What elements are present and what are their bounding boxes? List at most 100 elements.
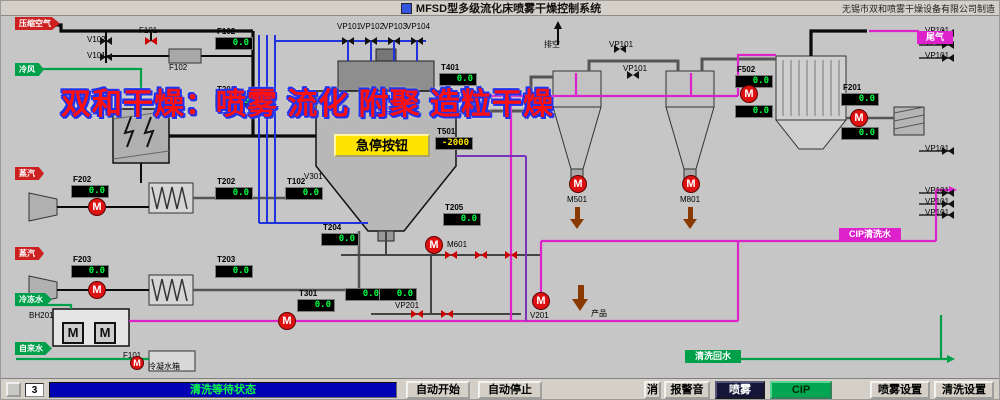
valve-icon[interactable] [942, 189, 954, 197]
label-F102: F102 [169, 63, 188, 72]
flow-tag-CIP清洗水: CIP清洗水 [839, 228, 901, 241]
auto-start-button[interactable]: 自动开始 [406, 381, 470, 399]
label-冷凝水箱: 冷凝水箱 [148, 362, 180, 371]
flow-tag-尾气: 尾气 [917, 31, 953, 44]
label-产品: 产品 [591, 309, 607, 318]
spray-settings-button[interactable]: 喷雾设置 [870, 381, 930, 399]
valve-icon[interactable] [365, 37, 377, 45]
label-VP101: VP101 [337, 22, 362, 31]
source-arrow-冷风: 冷风 [15, 63, 44, 76]
valve-icon[interactable] [388, 37, 400, 45]
spray-button[interactable]: 喷雾 [715, 381, 765, 399]
valve-icon[interactable] [342, 37, 354, 45]
valve-icon[interactable] [942, 54, 954, 62]
source-arrow-压缩空气: 压缩空气 [15, 17, 60, 30]
valve-icon[interactable] [411, 37, 423, 45]
label-V201: V201 [530, 311, 549, 320]
label-VP101: VP101 [609, 40, 634, 49]
motor-icon[interactable]: M [130, 356, 144, 370]
label-M801: M801 [680, 195, 701, 204]
motor-icon[interactable]: M [532, 292, 550, 310]
label-F101: F101 [123, 351, 142, 360]
source-arrow-蒸汽: 蒸汽 [15, 247, 44, 260]
label-VP104: VP104 [406, 22, 431, 31]
motor-icon[interactable]: M [94, 322, 116, 344]
display-T501: T501-2000 [435, 128, 473, 150]
status-counter: 3 [25, 383, 44, 397]
label-VP201: VP201 [395, 301, 420, 310]
valve-icon[interactable] [411, 310, 423, 318]
emergency-stop-button[interactable]: 急停按钮 [334, 134, 430, 157]
mute-prefix-button[interactable]: 消 [644, 381, 661, 399]
label-VP101: VP101 [925, 144, 950, 153]
label-M501: M501 [567, 195, 588, 204]
auto-stop-button[interactable]: 自动停止 [478, 381, 542, 399]
motor-icon[interactable]: M [740, 85, 758, 103]
valve-icon[interactable] [505, 251, 517, 259]
motor-icon[interactable]: M [569, 175, 587, 193]
page-title: MFSD型多级流化床喷雾干燥控制系统 [415, 3, 602, 15]
source-arrow-自来水: 自来水 [15, 342, 52, 355]
label-VP101: VP101 [623, 64, 648, 73]
app-icon [400, 2, 412, 14]
motor-icon[interactable]: M [682, 175, 700, 193]
status-message: 清洗等待状态 [49, 382, 397, 398]
label-VP102: VP102 [360, 22, 385, 31]
valve-icon[interactable] [441, 310, 453, 318]
valve-icon[interactable] [942, 200, 954, 208]
label-V101: V101 [87, 51, 106, 60]
title-bar: MFSD型多级流化床喷雾干燥控制系统 无锡市双和喷雾干燥设备有限公司制造 [1, 1, 999, 16]
pid-diagram-svg [16, 21, 957, 372]
clean-settings-button[interactable]: 清洗设置 [934, 381, 994, 399]
label-V102: V102 [87, 35, 106, 44]
tray-icon[interactable] [6, 382, 21, 397]
flow-tag-清洗回水: 清洗回水 [685, 350, 741, 363]
motor-icon[interactable]: M [278, 312, 296, 330]
display-value: 0.0 [841, 127, 879, 140]
mute-alarm-button[interactable]: 报警音 [664, 381, 710, 399]
motor-icon[interactable]: M [850, 109, 868, 127]
display-value: 0.0 [379, 288, 417, 301]
motor-icon[interactable]: M [88, 198, 106, 216]
label-VP101: VP101 [925, 197, 950, 206]
valve-icon[interactable] [100, 53, 112, 61]
valve-icon[interactable] [942, 41, 954, 49]
label-VP101: VP101 [925, 51, 950, 60]
process-diagram [1, 15, 999, 378]
valve-icon[interactable] [100, 37, 112, 45]
display-value: 0.0 [345, 288, 383, 301]
cip-button[interactable]: CIP [770, 381, 832, 399]
status-bar: 3 清洗等待状态 自动开始自动停止 消报警音喷雾 CIP 喷雾设置清洗设置 [1, 378, 999, 399]
valve-icon[interactable] [942, 211, 954, 219]
valve-icon[interactable] [942, 147, 954, 155]
display-value: 0.0 [735, 105, 773, 118]
label-V301: V301 [304, 172, 323, 181]
motor-icon[interactable]: M [425, 236, 443, 254]
manufacturer-label: 无锡市双和喷雾干燥设备有限公司制造 [841, 4, 995, 14]
valve-icon[interactable] [145, 37, 157, 45]
motor-icon[interactable]: M [62, 322, 84, 344]
valve-icon[interactable] [627, 71, 639, 79]
label-VP103: VP103 [383, 22, 408, 31]
label-BH201: BH201 [29, 311, 54, 320]
motor-icon[interactable]: M [88, 281, 106, 299]
valve-icon[interactable] [614, 45, 626, 53]
source-arrow-冷冻水: 冷冻水 [15, 293, 52, 306]
label-VP101: VP101 [925, 208, 950, 217]
label-排空: 排空 [544, 40, 560, 49]
valve-icon[interactable] [475, 251, 487, 259]
source-arrow-蒸汽: 蒸汽 [15, 167, 44, 180]
valve-icon[interactable] [445, 251, 457, 259]
label-F101: F101 [139, 26, 158, 35]
